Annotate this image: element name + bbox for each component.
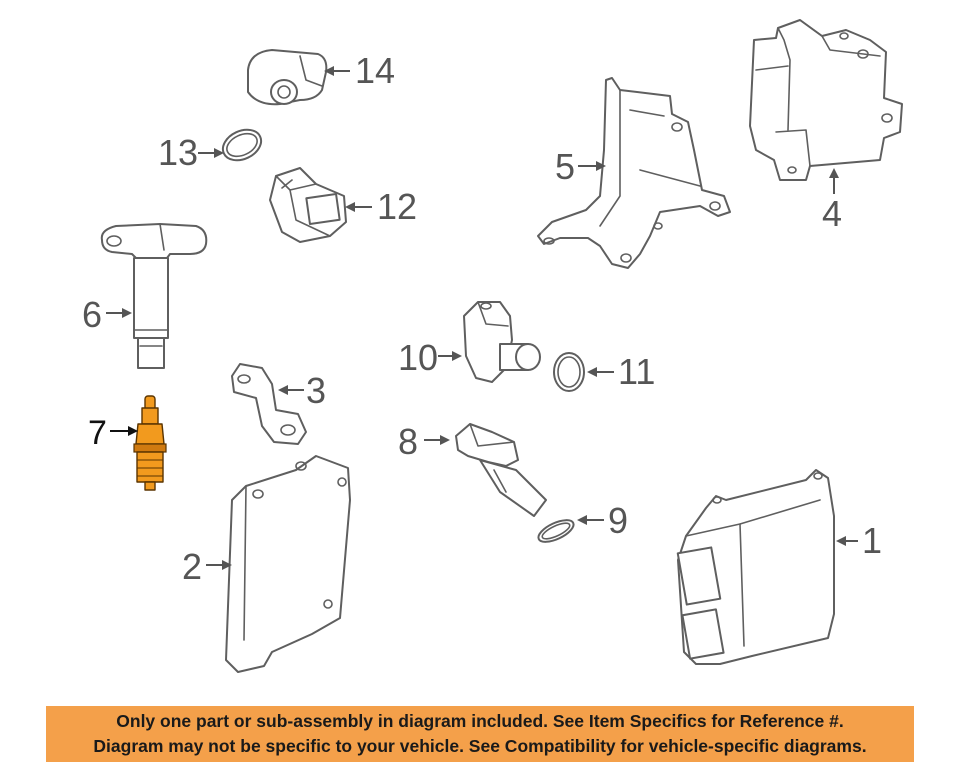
disclaimer-line-2: Diagram may not be specific to your vehi… xyxy=(93,736,867,756)
callout-8: 8 xyxy=(398,421,450,462)
part-4-control-module xyxy=(749,19,903,181)
part-6-ignition-coil xyxy=(100,223,208,369)
callout-3: 3 xyxy=(278,370,326,411)
svg-text:3: 3 xyxy=(306,370,326,411)
svg-text:6: 6 xyxy=(82,294,102,335)
part-8-sensor xyxy=(455,423,547,517)
svg-text:14: 14 xyxy=(355,50,395,91)
svg-text:5: 5 xyxy=(555,146,575,187)
callout-10: 10 xyxy=(398,337,462,378)
svg-text:11: 11 xyxy=(618,351,655,392)
callout-12: 12 xyxy=(345,186,417,227)
svg-text:13: 13 xyxy=(158,132,198,173)
svg-text:10: 10 xyxy=(398,337,438,378)
disclaimer-banner: Only one part or sub-assembly in diagram… xyxy=(46,706,914,762)
part-14-knock-sensor xyxy=(247,49,328,106)
part-11-o-ring xyxy=(553,352,585,392)
part-5-bracket xyxy=(537,77,731,269)
part-10-sensor xyxy=(463,301,541,383)
svg-text:12: 12 xyxy=(377,186,417,227)
svg-text:9: 9 xyxy=(608,500,628,541)
part-2-cover-plate xyxy=(225,455,351,673)
parts-diagram: 14 13 12 6 xyxy=(82,19,903,673)
svg-text:1: 1 xyxy=(862,520,882,561)
part-12-sensor xyxy=(269,167,347,243)
part-3-bracket xyxy=(231,363,307,445)
callout-9: 9 xyxy=(577,500,628,541)
callout-13: 13 xyxy=(158,132,224,173)
callout-5: 5 xyxy=(555,146,606,187)
callout-11: 11 xyxy=(587,351,655,392)
callout-2: 2 xyxy=(182,546,232,587)
part-1-ecu xyxy=(676,469,835,665)
svg-text:8: 8 xyxy=(398,421,418,462)
part-9-o-ring xyxy=(537,519,575,543)
callout-1: 1 xyxy=(836,520,882,561)
svg-text:7: 7 xyxy=(88,414,107,452)
disclaimer-line-1: Only one part or sub-assembly in diagram… xyxy=(116,711,844,731)
svg-text:4: 4 xyxy=(822,193,842,234)
callout-7: 7 xyxy=(88,414,138,452)
part-13-o-ring xyxy=(221,128,263,162)
callout-14: 14 xyxy=(324,50,395,91)
callout-4: 4 xyxy=(822,168,842,234)
svg-text:2: 2 xyxy=(182,546,202,587)
callout-6: 6 xyxy=(82,294,132,335)
part-7-spark-plug xyxy=(133,395,167,491)
